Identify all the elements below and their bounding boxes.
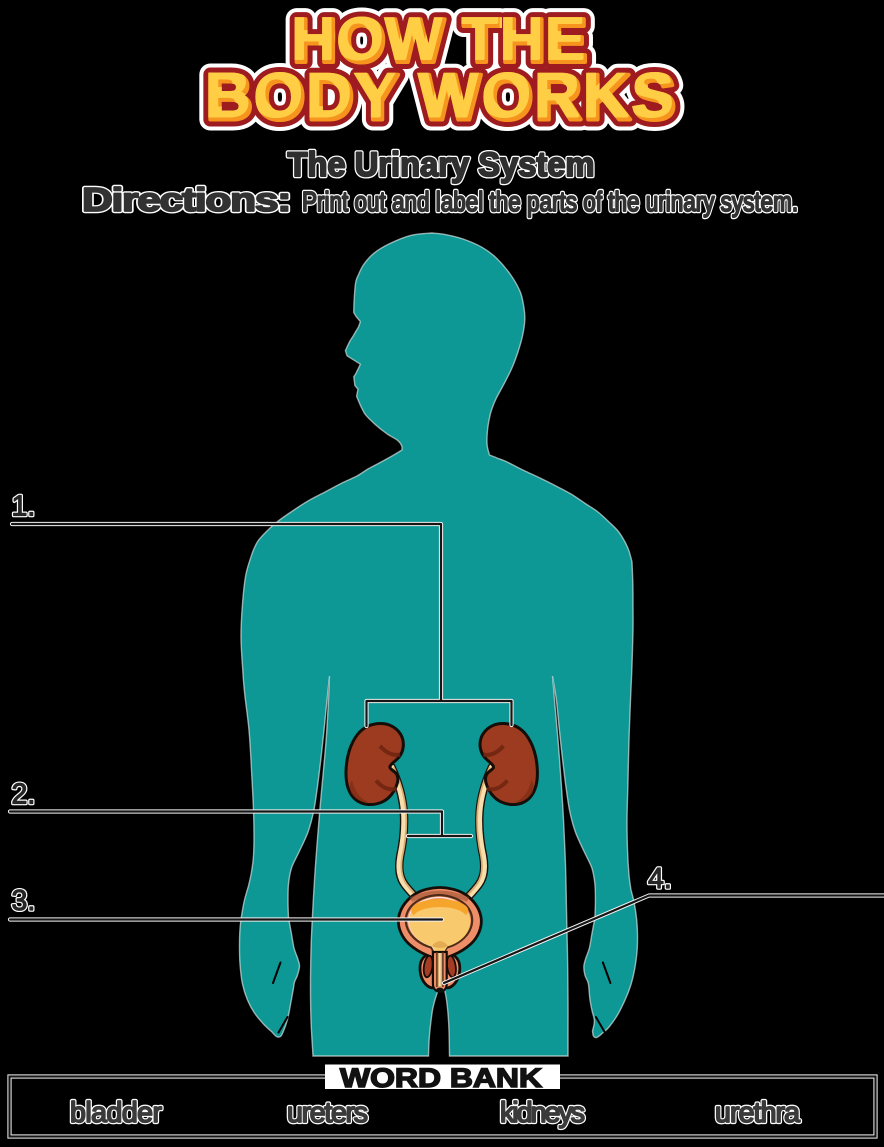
svg-text:urethra: urethra (715, 1097, 800, 1129)
svg-text:kidneys: kidneys (500, 1097, 585, 1129)
svg-text:2.: 2. (12, 779, 36, 811)
svg-text:Directions:: Directions: (82, 182, 290, 218)
svg-text:BODY WORKS: BODY WORKS (206, 61, 676, 134)
svg-text:Print out and label the parts: Print out and label the parts of the uri… (302, 187, 798, 218)
svg-text:3.: 3. (12, 885, 36, 917)
svg-text:The Urinary System: The Urinary System (288, 146, 595, 184)
svg-text:BODY WORKS: BODY WORKS (206, 61, 676, 134)
svg-text:1.: 1. (12, 491, 36, 523)
svg-text:3.: 3. (12, 885, 36, 917)
svg-text:HOW THE: HOW THE (293, 7, 588, 76)
svg-text:4.: 4. (648, 863, 672, 895)
svg-text:Directions:: Directions: (82, 182, 290, 218)
svg-text:4.: 4. (648, 863, 672, 895)
svg-text:bladder: bladder (70, 1097, 163, 1129)
svg-text:kidneys: kidneys (500, 1097, 585, 1129)
svg-text:HOW THE: HOW THE (293, 7, 588, 76)
svg-text:BODY WORKS: BODY WORKS (206, 61, 676, 134)
svg-text:2.: 2. (12, 779, 36, 811)
svg-text:ureters: ureters (287, 1097, 368, 1129)
svg-text:The Urinary System: The Urinary System (288, 146, 595, 184)
svg-text:WORD BANK: WORD BANK (340, 1063, 543, 1093)
svg-text:urethra: urethra (715, 1097, 800, 1129)
svg-text:ureters: ureters (287, 1097, 368, 1129)
svg-text:Print out and label the parts: Print out and label the parts of the uri… (302, 187, 798, 218)
svg-text:BODY WORKS: BODY WORKS (203, 57, 673, 130)
svg-text:HOW THE: HOW THE (293, 7, 588, 76)
svg-text:HOW THE: HOW THE (289, 3, 584, 72)
svg-text:bladder: bladder (70, 1097, 163, 1129)
svg-text:1.: 1. (12, 491, 36, 523)
